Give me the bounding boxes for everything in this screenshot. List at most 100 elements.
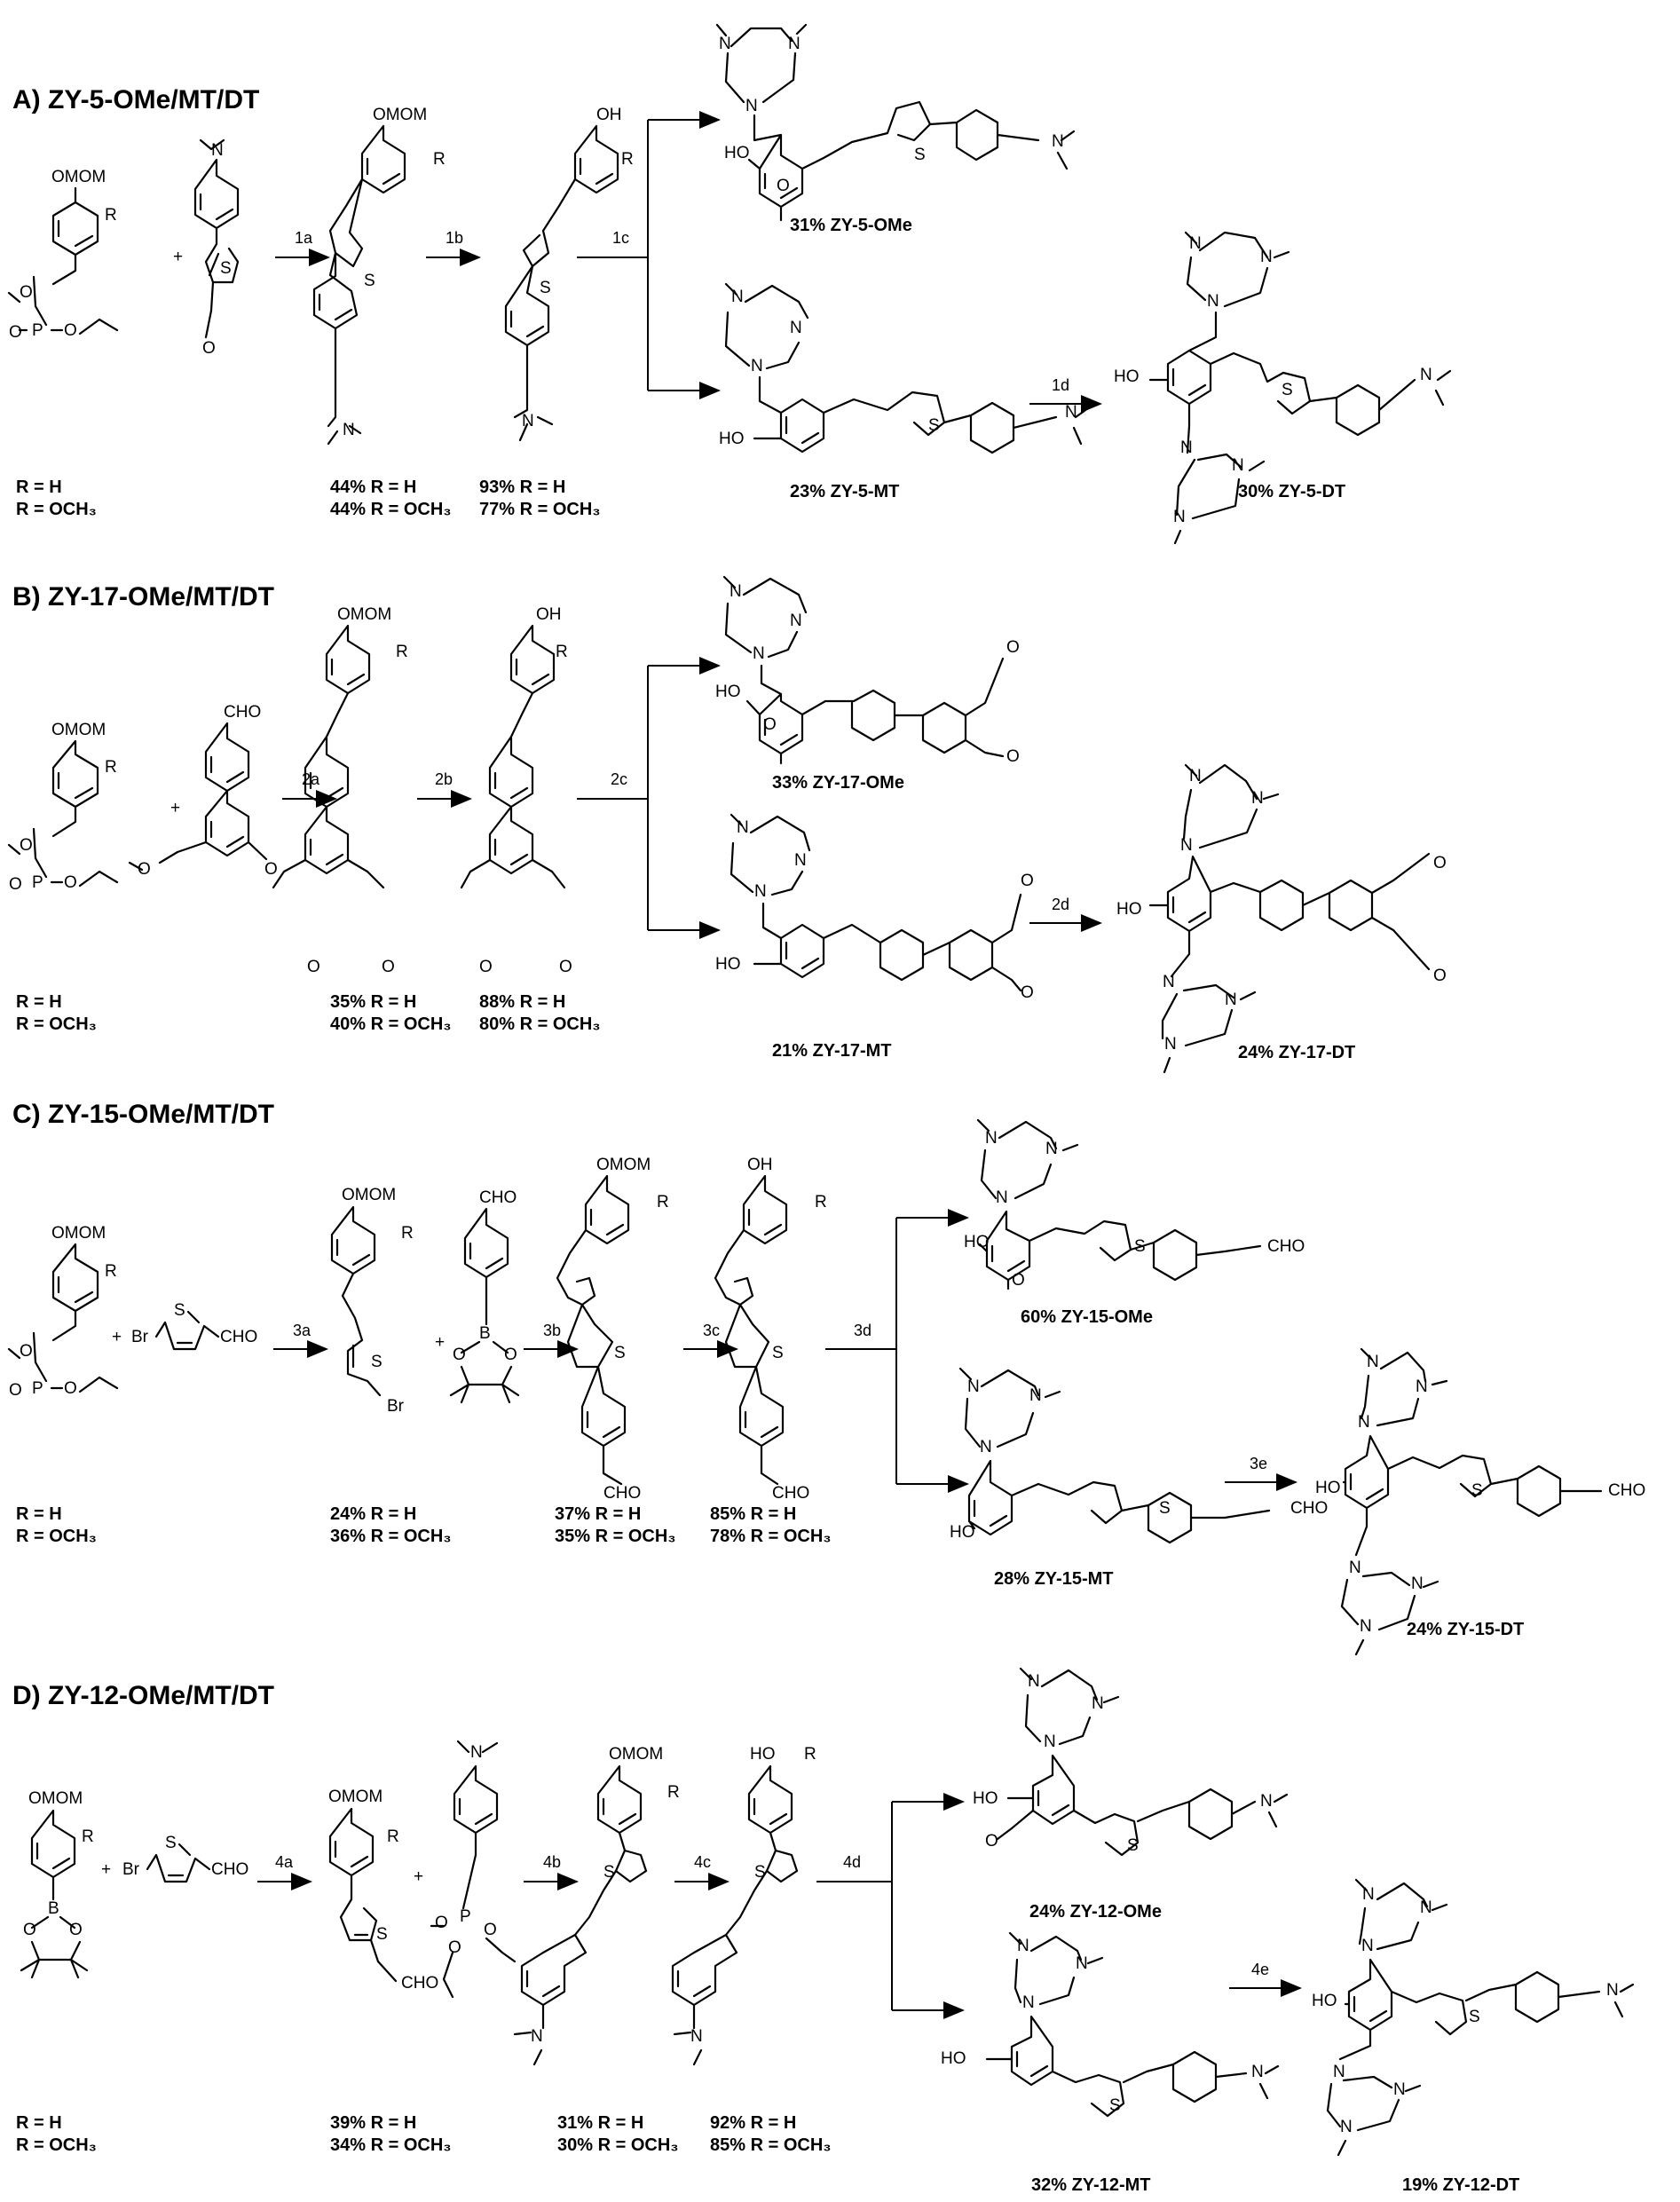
atom-label: S bbox=[540, 279, 551, 297]
section-d-int2-yield-ome: 30% R = OCH₃ bbox=[557, 2135, 679, 2155]
atom-label: S bbox=[1282, 381, 1293, 399]
atom-label: OH bbox=[536, 605, 562, 624]
condition-2b: 2b bbox=[435, 770, 453, 788]
product-zy-17-ome: 33% ZY-17-OMe bbox=[772, 773, 904, 793]
plus-sign: + bbox=[414, 1867, 423, 1886]
atom-label: O bbox=[763, 715, 777, 734]
section-a-int2-yield-ome: 77% R = OCH₃ bbox=[479, 500, 601, 519]
section-c: C) ZY-15-OMe/MT/DT OMOM R P O O O + Br S… bbox=[7, 1100, 1645, 1656]
section-b-aldehyde: CHO O O bbox=[128, 703, 278, 879]
atom-label: OMOM bbox=[51, 1224, 106, 1243]
atom-label: O bbox=[1433, 854, 1447, 872]
atom-label: OMOM bbox=[28, 1789, 83, 1808]
condition-1d: 1d bbox=[1052, 376, 1069, 394]
product-zy-5-dt: 30% ZY-5-DT bbox=[1238, 482, 1345, 501]
atom-label: O bbox=[1021, 872, 1034, 890]
atom-label: N bbox=[745, 97, 758, 115]
atom-label: R bbox=[82, 1827, 94, 1846]
atom-label: O bbox=[20, 283, 33, 302]
atom-label: O bbox=[64, 1379, 77, 1398]
atom-label: N bbox=[1349, 1559, 1361, 1577]
atom-label: OH bbox=[596, 106, 622, 124]
section-d-int1-yield-ome: 34% R = OCH₃ bbox=[330, 2135, 452, 2155]
section-c-product-mt: N N N HO S CHO bbox=[950, 1367, 1328, 1544]
atom-label: CHO bbox=[603, 1484, 641, 1503]
atom-label: O bbox=[448, 1938, 461, 1957]
atom-label: CHO bbox=[1290, 1499, 1328, 1518]
atom-label: N bbox=[1180, 438, 1193, 457]
atom-label: P bbox=[460, 1907, 471, 1926]
atom-label: N bbox=[1163, 973, 1175, 991]
atom-label: N bbox=[470, 1743, 483, 1762]
atom-label: S bbox=[174, 1301, 185, 1320]
section-c-int1-yield-ome: 36% R = OCH₃ bbox=[330, 1527, 452, 1546]
condition-4b: 4b bbox=[543, 1853, 561, 1871]
atom-label: O bbox=[435, 1914, 448, 1932]
atom-label: HO bbox=[1114, 367, 1140, 386]
section-a-phosphonate: OMOM R P O O O bbox=[7, 168, 119, 342]
condition-4c: 4c bbox=[694, 1853, 711, 1871]
section-d-intermediate-2: OMOM R S N bbox=[513, 1745, 680, 2066]
atom-label: N bbox=[1028, 1672, 1040, 1691]
section-d-int3-yield-ome: 85% R = OCH₃ bbox=[710, 2135, 832, 2155]
section-d-int2-yield-h: 31% R = H bbox=[557, 2113, 643, 2133]
atom-label: R bbox=[105, 758, 117, 777]
atom-label: CHO bbox=[401, 1974, 438, 1993]
section-b-product-ome: N N N HO O O O bbox=[715, 575, 1020, 766]
section-a-title: A) ZY-5-OMe/MT/DT bbox=[12, 85, 259, 114]
section-b: B) ZY-17-OMe/MT/DT OMOM R P O O O + CHO … bbox=[7, 575, 1447, 1074]
atom-label: O bbox=[9, 323, 22, 342]
atom-label: R bbox=[396, 643, 408, 661]
atom-label: HO bbox=[950, 1523, 975, 1542]
atom-label: S bbox=[1159, 1499, 1171, 1518]
atom-label: R bbox=[105, 1262, 117, 1281]
atom-label: OMOM bbox=[609, 1745, 663, 1764]
section-d-r-h: R = H bbox=[16, 2113, 62, 2133]
atom-label: O bbox=[453, 1346, 466, 1364]
atom-label: CHO bbox=[220, 1328, 257, 1346]
plus-sign: + bbox=[170, 799, 180, 817]
section-b-title: B) ZY-17-OMe/MT/DT bbox=[12, 582, 274, 612]
condition-3c: 3c bbox=[703, 1322, 720, 1339]
condition-1a: 1a bbox=[295, 229, 313, 247]
section-b-phosphonate: OMOM R P O O O bbox=[7, 721, 119, 894]
atom-label: N bbox=[1029, 1386, 1042, 1405]
section-c-int3-yield-ome: 78% R = OCH₃ bbox=[710, 1527, 832, 1546]
plus-sign: + bbox=[173, 248, 183, 266]
atom-label: N bbox=[1393, 2080, 1406, 2099]
atom-label: N bbox=[1361, 1937, 1374, 1955]
atom-label: N bbox=[1420, 1898, 1432, 1917]
atom-label: B bbox=[479, 1324, 491, 1343]
atom-label: HO bbox=[719, 430, 745, 448]
atom-label: N bbox=[967, 1377, 980, 1396]
atom-label: R bbox=[657, 1193, 669, 1211]
section-d-product-dt: N N N HO S N N N N bbox=[1312, 1878, 1635, 2157]
atom-label: N bbox=[753, 644, 765, 663]
atom-label: O bbox=[9, 1381, 22, 1400]
atom-label: R bbox=[433, 150, 446, 169]
atom-label: R bbox=[556, 643, 568, 661]
atom-label: N bbox=[531, 2027, 543, 2046]
atom-label: N bbox=[1333, 2063, 1345, 2081]
section-c-bromothiophene: Br S CHO bbox=[131, 1301, 257, 1351]
condition-3a: 3a bbox=[293, 1322, 312, 1339]
section-c-product-ome: N N N HO O S CHO bbox=[964, 1118, 1305, 1290]
atom-label: O bbox=[64, 321, 77, 340]
atom-label: S bbox=[603, 1863, 615, 1882]
atom-label: S bbox=[1469, 2008, 1480, 2026]
atom-label: N bbox=[751, 357, 763, 375]
atom-label: N bbox=[1022, 1993, 1035, 2012]
atom-label: P bbox=[32, 1379, 43, 1398]
atom-label: OMOM bbox=[342, 1186, 396, 1204]
section-d-int3-yield-h: 92% R = H bbox=[710, 2113, 796, 2133]
atom-label: OMOM bbox=[373, 106, 427, 124]
section-a-product-mt: N N N HO S N bbox=[719, 282, 1090, 454]
atom-label: N bbox=[1164, 1035, 1177, 1054]
atom-label: S bbox=[165, 1834, 177, 1852]
section-c-r-h: R = H bbox=[16, 1504, 62, 1524]
product-zy-12-mt: 32% ZY-12-MT bbox=[1031, 2175, 1150, 2195]
section-c-int3-yield-h: 85% R = H bbox=[710, 1504, 796, 1524]
atom-label: OMOM bbox=[51, 721, 106, 739]
section-b-r-ome: R = OCH₃ bbox=[16, 1014, 97, 1034]
section-d-int1-yield-h: 39% R = H bbox=[330, 2113, 416, 2133]
